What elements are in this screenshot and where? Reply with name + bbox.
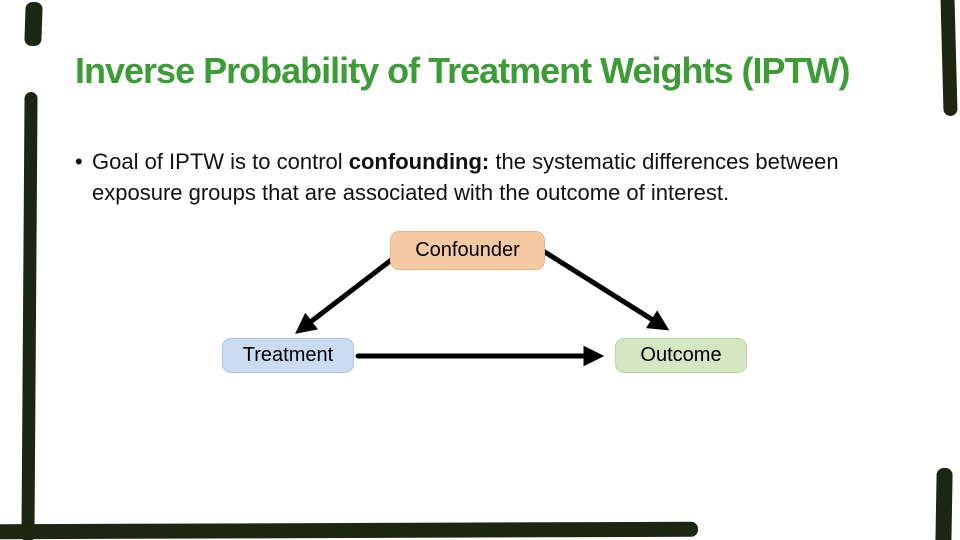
dag-node-treatment: Treatment	[222, 338, 354, 373]
border-stroke-left	[21, 91, 38, 540]
border-stroke-bottom	[0, 521, 699, 540]
bullet-marker: •	[75, 149, 83, 174]
bullet-text-suffix: the systematic differences between expos…	[92, 149, 839, 205]
border-stroke-right-bottom	[935, 467, 953, 540]
bullet-paragraph: • Goal of IPTW is to control confounding…	[75, 146, 861, 208]
edge-confounder-outcome	[537, 246, 670, 331]
dag-node-confounder: Confounder	[390, 231, 545, 270]
bullet-text-bold: confounding:	[348, 149, 490, 174]
edge-confounder-treatment	[295, 248, 406, 334]
border-stroke-top-left	[24, 1, 43, 47]
bullet-text-prefix: Goal of IPTW is to control	[92, 149, 349, 174]
dag-node-outcome: Outcome	[615, 338, 747, 373]
bullet-text: Goal of IPTW is to control confounding: …	[92, 146, 861, 208]
slide-title: Inverse Probability of Treatment Weights…	[75, 50, 850, 91]
